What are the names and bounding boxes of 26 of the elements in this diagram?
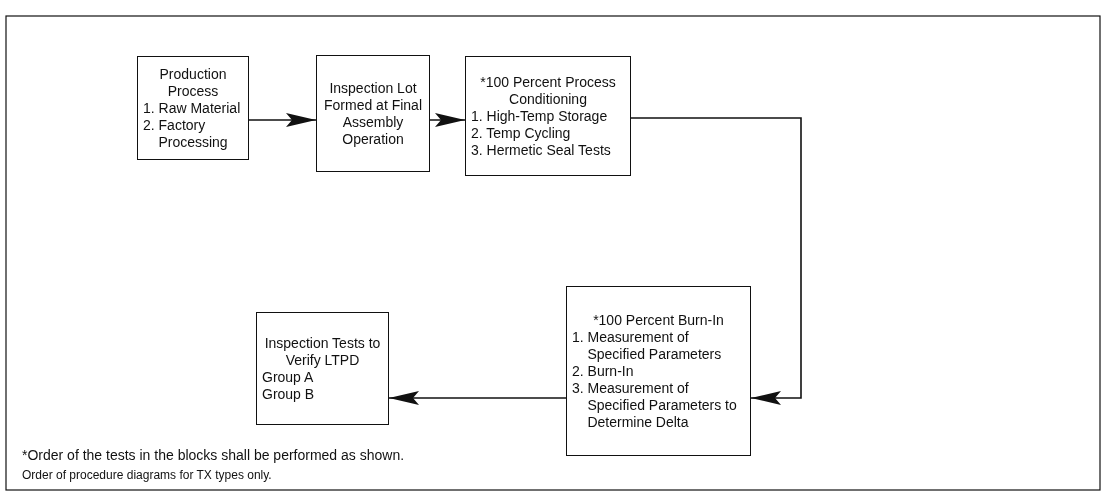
box-heading: Production Process <box>158 65 228 100</box>
box-heading: *100 Percent Burn-In <box>592 311 725 329</box>
box-text: Group A <box>262 368 315 386</box>
process-box <box>316 55 430 172</box>
process-box <box>256 312 389 425</box>
process-box <box>465 56 631 176</box>
box-text: 2. Temp Cycling <box>471 124 572 142</box>
process-box <box>137 56 249 160</box>
arrow <box>248 113 317 127</box>
box-text: 1. Raw Material <box>143 99 242 117</box>
box-text: 3. Hermetic Seal Tests <box>471 141 612 159</box>
box-text: 3. Measurement of Specified Parameters to Determine Delta <box>572 379 738 431</box>
box-text: 2. Factory Processing <box>143 116 229 151</box>
footnote: *Order of the tests in the blocks shall be performed as shown. <box>22 447 405 463</box>
box-text: 2. Burn-In <box>572 362 635 380</box>
arrow <box>388 391 567 405</box>
box-text: 1. High-Temp Storage <box>471 107 609 125</box>
box-text: 1. Measurement of Specified Parameters <box>572 328 723 363</box>
arrow <box>429 113 466 127</box>
box-heading: Inspection Tests to Verify LTPD <box>263 334 382 369</box>
box-heading: *100 Percent Process Conditioning <box>479 73 617 108</box>
box-text: Group B <box>262 385 316 403</box>
process-box <box>566 286 751 456</box>
arrow <box>630 117 802 405</box>
footnote: Order of procedure diagrams for TX types only. <box>22 468 272 482</box>
box-heading: Inspection Lot Formed at Final Assembly Operation <box>322 79 423 148</box>
